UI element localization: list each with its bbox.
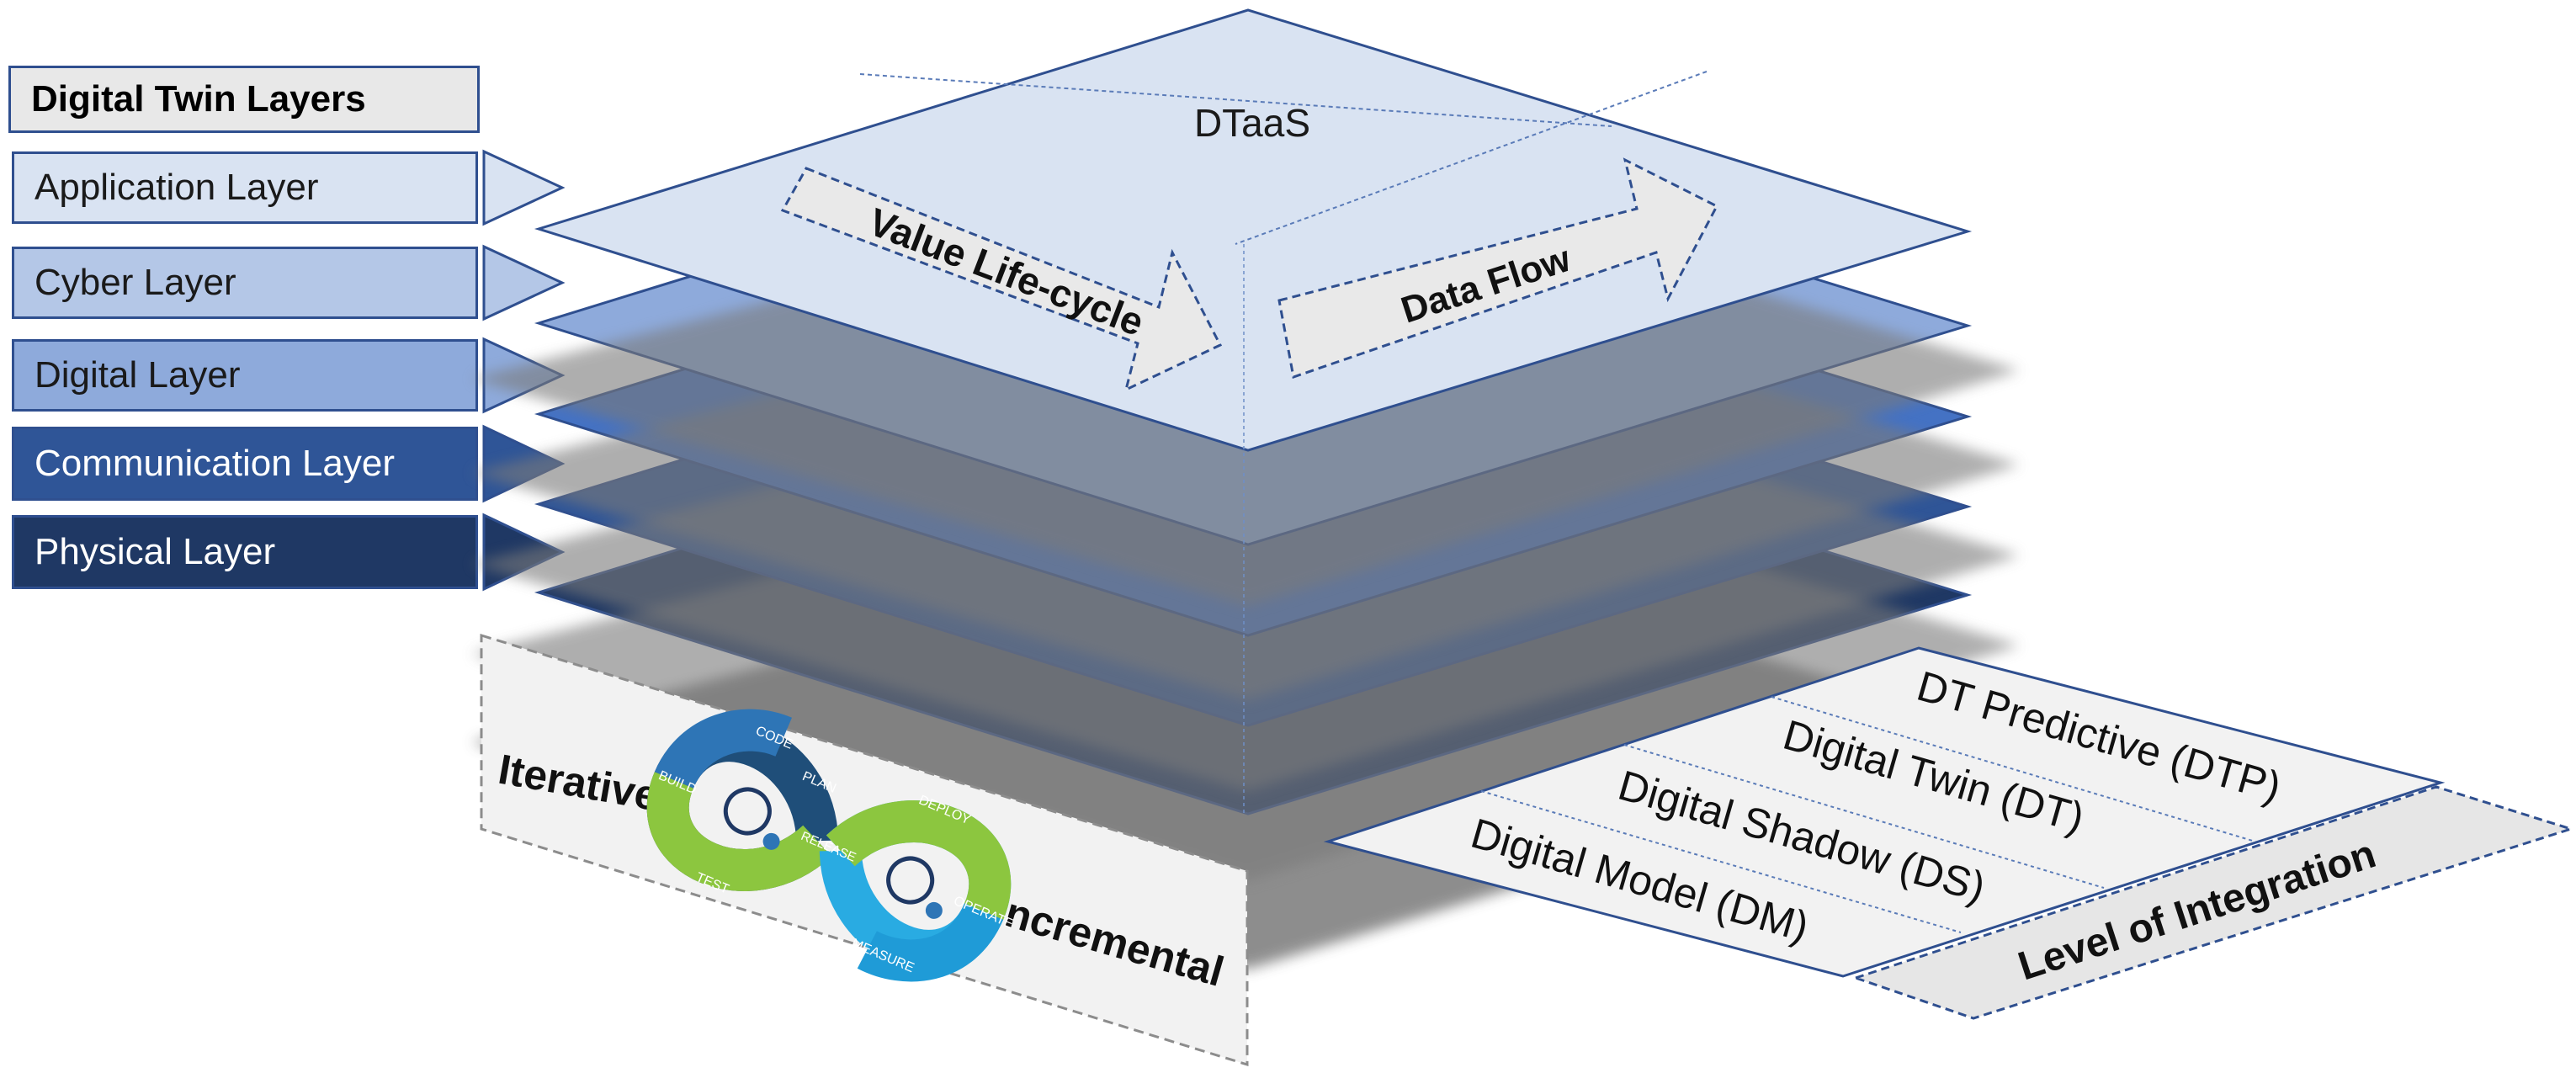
- legend-layer-1: Application Layer: [12, 151, 478, 224]
- legend-layer-5: Physical Layer: [12, 515, 478, 589]
- legend-layer-3: Digital Layer: [12, 339, 478, 412]
- value-lifecycle-arrow: [780, 167, 1223, 392]
- legend-layer-label: Digital Layer: [35, 354, 241, 396]
- integration-axis-bar: [1851, 785, 2575, 1020]
- legend-title: Digital Twin Layers: [8, 66, 480, 133]
- devops-panel: Iterative Incremental CODE PLAN BUILD TE…: [480, 633, 1249, 1067]
- legend-layer-label: Cyber Layer: [35, 262, 236, 303]
- legend-title-text: Digital Twin Layers: [31, 78, 366, 120]
- legend-layer-label: Communication Layer: [35, 443, 395, 484]
- legend-pointer-1: [482, 149, 566, 226]
- layer-slab-1: [534, 8, 1973, 452]
- data-flow-arrow: [1277, 157, 1719, 379]
- devops-infinity-loop: CODE PLAN BUILD TEST RELEASE DEPLOY OPER…: [646, 709, 1015, 982]
- legend-layer-label: Physical Layer: [35, 531, 276, 572]
- dtaas-label: DTaaS: [1194, 101, 1310, 145]
- legend-pointer-2: [482, 244, 566, 321]
- legend-layer-label: Application Layer: [35, 167, 319, 208]
- legend-layer-4: Communication Layer: [12, 427, 478, 501]
- legend-layer-2: Cyber Layer: [12, 247, 478, 319]
